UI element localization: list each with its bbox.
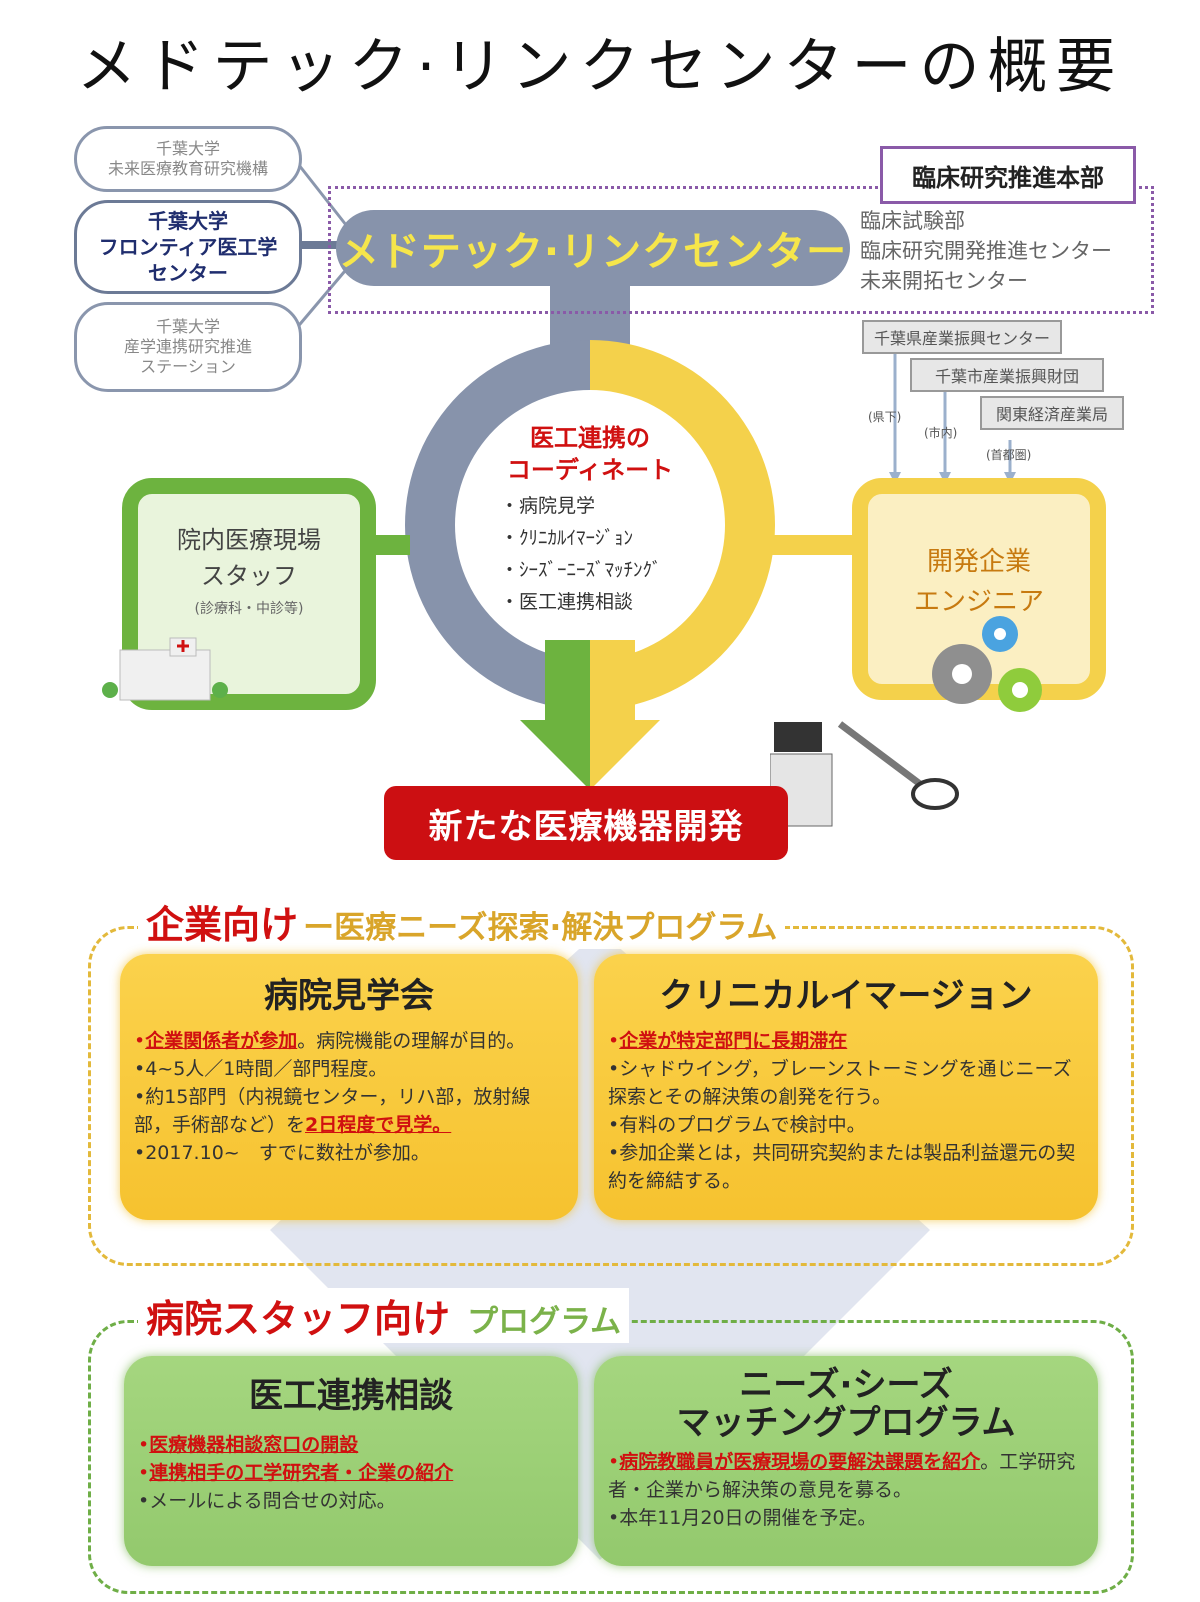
result-banner: 新たな医療機器開発 bbox=[384, 786, 788, 860]
bullet: •2017.10~ すでに数社が参加。 bbox=[134, 1142, 430, 1164]
bullet: •本年11月20日の開催を予定。 bbox=[608, 1507, 877, 1529]
hospital-icon bbox=[102, 637, 228, 701]
bullet: •メールによる問合せの対応。 bbox=[138, 1490, 396, 1512]
center-name-bar: メドテック·リンクセンター bbox=[336, 210, 850, 286]
bullet: •企業が特定部門に長期滞在 bbox=[608, 1030, 848, 1052]
bullet: •有料のプログラムで検討中。 bbox=[608, 1114, 866, 1136]
coordinate-item: ・ｸﾘﾆｶﾙｲﾏｰｼﾞｮﾝ bbox=[500, 527, 634, 549]
card-bullets: •企業が特定部門に長期滞在 •シャドウイング，ブレーンストーミングを通じニーズ探… bbox=[594, 1017, 1098, 1195]
arrow-right bbox=[590, 700, 660, 790]
support-org-prefecture: 千葉県産業振興センター bbox=[862, 320, 1062, 354]
hq-unit: 臨床試験部 bbox=[860, 209, 965, 233]
hq-unit: 臨床研究開発推進センター bbox=[860, 239, 1112, 263]
company-title: 開発企業 エンジニア bbox=[913, 547, 1044, 617]
org-future-medicine: 千葉大学 未来医療教育研究機構 bbox=[74, 126, 302, 192]
bullet: •参加企業とは，共同研究契約または製品利益還元の契約を締結する。 bbox=[608, 1142, 1076, 1192]
card-title: 医工連携相談 bbox=[249, 1376, 453, 1416]
card-bullets: •企業関係者が参加。病院機能の理解が目的。 •4~5人／1時間／部門程度。 •約… bbox=[120, 1017, 578, 1167]
gear-icon bbox=[932, 616, 1042, 712]
hospital-staff-box: 院内医療現場 スタッフ (診療科・中診等) bbox=[122, 478, 376, 710]
card-title: ニーズ·シーズ マッチングプログラム bbox=[676, 1365, 1016, 1443]
coordinate-item: ・ｼｰｽﾞｰﾆｰｽﾞﾏｯﾁﾝｸﾞ bbox=[500, 559, 662, 581]
corp-section-subtitle: ー医療ニーズ探索·解決プログラム bbox=[303, 910, 778, 946]
card-hospital-tour: 病院見学会 •企業関係者が参加。病院機能の理解が目的。 •4~5人／1時間／部門… bbox=[120, 954, 578, 1220]
staff-section-header: 病院スタッフ向け プログラム bbox=[138, 1288, 630, 1343]
card-bullets: •医療機器相談窓口の開設 •連携相手の工学研究者・企業の紹介 •メールによる問合… bbox=[124, 1417, 578, 1515]
bullet: •連携相手の工学研究者・企業の紹介 bbox=[138, 1462, 454, 1484]
coordinate-block: 医工連携の コーディネート ・病院見学 ・ｸﾘﾆｶﾙｲﾏｰｼﾞｮﾝ ・ｼｰｽﾞｰ… bbox=[470, 422, 710, 618]
card-matching: ニーズ·シーズ マッチングプログラム •病院教職員が医療現場の要解決課題を紹介。… bbox=[594, 1356, 1098, 1566]
org-industry-station: 千葉大学 産学連携研究推進 ステーション bbox=[74, 302, 302, 392]
hq-units: 臨床試験部 臨床研究開発推進センター 未来開拓センター bbox=[860, 206, 1112, 296]
arrow-left bbox=[520, 700, 590, 790]
coordinate-item: ・医工連携相談 bbox=[500, 591, 634, 613]
support-note: (市内) bbox=[924, 426, 958, 440]
corp-section-title: 企業向け bbox=[146, 903, 299, 947]
card-bullets: •病院教職員が医療現場の要解決課題を紹介。工学研究者・企業から解決策の意見を募る… bbox=[594, 1442, 1098, 1532]
card-title: 病院見学会 bbox=[264, 976, 434, 1016]
support-note: (首都圏) bbox=[986, 448, 1032, 462]
hq-box: 臨床研究推進本部 bbox=[880, 146, 1136, 204]
hospital-staff-title: 院内医療現場 スタッフ bbox=[177, 526, 321, 590]
bullet: •企業関係者が参加。病院機能の理解が目的。 bbox=[134, 1030, 526, 1052]
bullet: •医療機器相談窓口の開設 bbox=[138, 1434, 359, 1456]
bullet: •シャドウイング，ブレーンストーミングを通じニーズ探索とその解決策の創発を行う。 bbox=[608, 1058, 1072, 1108]
card-clinical-immersion: クリニカルイマージョン •企業が特定部門に長期滞在 •シャドウイング，ブレーンス… bbox=[594, 954, 1098, 1220]
ring-left bbox=[405, 340, 590, 710]
staff-section-subtitle: プログラム bbox=[467, 1304, 622, 1340]
hospital-staff-sub: (診療科・中診等) bbox=[194, 601, 304, 617]
support-org-city: 千葉市産業振興財団 bbox=[910, 358, 1104, 392]
medical-device-icon bbox=[770, 721, 959, 827]
support-note: (県下) bbox=[868, 410, 902, 424]
coordinate-title: 医工連携の コーディネート bbox=[506, 424, 674, 484]
ring-right bbox=[590, 340, 775, 710]
page-title: メドテック·リンクセンターの概要 bbox=[76, 32, 1124, 102]
bullet: •4~5人／1時間／部門程度。 bbox=[134, 1058, 388, 1080]
link-yellow bbox=[770, 535, 860, 555]
bullet: •病院教職員が医療現場の要解決課題を紹介。工学研究者・企業から解決策の意見を募る… bbox=[608, 1451, 1076, 1501]
stem bbox=[550, 280, 630, 350]
card-title: クリニカルイマージョン bbox=[659, 976, 1033, 1016]
hq-unit: 未来開拓センター bbox=[860, 269, 1028, 293]
coordinate-item: ・病院見学 bbox=[500, 495, 596, 517]
staff-section-title: 病院スタッフ向け bbox=[146, 1297, 451, 1341]
corp-section-header: 企業向け ー医療ニーズ探索·解決プログラム bbox=[138, 894, 786, 949]
bullet: •約15部門（内視鏡センター，リハ部，放射線部，手術部など）を2日程度で見学。 bbox=[134, 1086, 531, 1136]
card-consult: 医工連携相談 •医療機器相談窓口の開設 •連携相手の工学研究者・企業の紹介 •メ… bbox=[124, 1356, 578, 1566]
org-frontier-center: 千葉大学 フロンティア医工学 センター bbox=[74, 200, 302, 294]
support-org-kanto: 関東経済産業局 bbox=[980, 396, 1124, 430]
hq-dotted-frame bbox=[328, 186, 1154, 314]
coordinate-list: ・病院見学 ・ｸﾘﾆｶﾙｲﾏｰｼﾞｮﾝ ・ｼｰｽﾞｰﾆｰｽﾞﾏｯﾁﾝｸﾞ ・医工… bbox=[470, 490, 710, 618]
